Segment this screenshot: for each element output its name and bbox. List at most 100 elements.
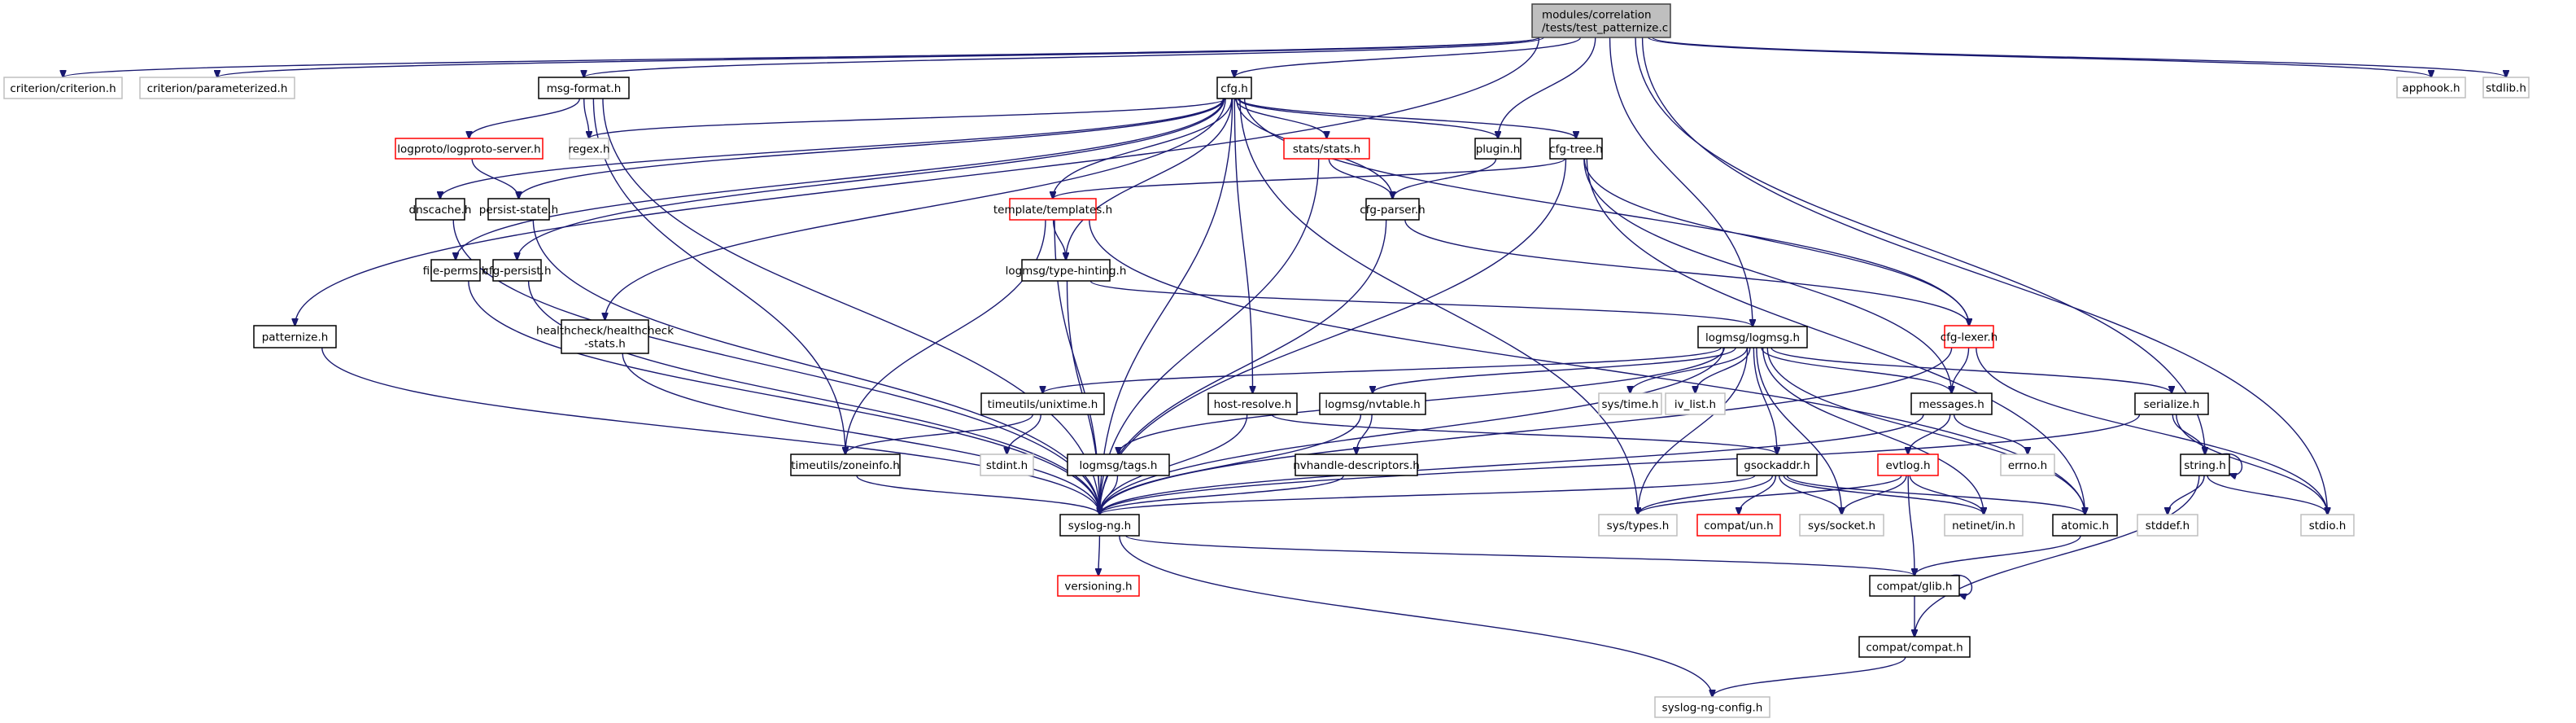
graph-node-fileperms[interactable]: file-perms.h: [423, 259, 489, 282]
graph-node-persist[interactable]: persist-state.h: [479, 198, 558, 221]
edge-evtlog-to-syssocket: [1842, 475, 1907, 515]
node-box: [538, 77, 630, 99]
graph-node-cfgpersist[interactable]: cfg-persist.h: [483, 259, 552, 282]
edge-serialize-to-string: [2172, 414, 2205, 454]
graph-node-logmsg[interactable]: logmsg/logmsg.h: [1697, 326, 1808, 348]
node-box: [1216, 77, 1252, 99]
graph-node-cfglexer[interactable]: cfg-lexer.h: [1941, 325, 1997, 348]
graph-node-gsockaddr[interactable]: gsockaddr.h: [1736, 454, 1818, 476]
graph-node-zoneinfo[interactable]: timeutils/zoneinfo.h: [790, 454, 901, 476]
graph-node-stdlib: stdlib.h: [2482, 77, 2530, 99]
node-box: [1910, 392, 1993, 415]
node-label: sys/types.h: [1607, 519, 1670, 532]
graph-node-templates[interactable]: template/templates.h: [993, 198, 1112, 221]
node-box: [1059, 514, 1140, 537]
node-box: [1858, 636, 1971, 658]
graph-node-syslogng[interactable]: syslog-ng.h: [1059, 514, 1140, 537]
node-label: /tests/test_patternize.c: [1542, 22, 1668, 35]
node-box: [1944, 514, 2024, 537]
graph-node-hostresolve[interactable]: host-resolve.h: [1207, 392, 1298, 415]
node-box: [1531, 3, 1671, 38]
node-box: [561, 319, 649, 354]
graph-node-versioning[interactable]: versioning.h: [1057, 575, 1140, 597]
edge-logmsg-to-syssocket: [1756, 347, 1842, 515]
node-label: cfg-persist.h: [483, 265, 552, 278]
graph-node-netinet: netinet/in.h: [1944, 514, 2024, 537]
edge-cfg-to-hostresolve: [1233, 98, 1252, 393]
graph-node-cfgparser[interactable]: cfg-parser.h: [1360, 198, 1426, 221]
graph-node-root[interactable]: modules/correlation/tests/test_patterniz…: [1531, 3, 1671, 38]
graph-node-atomic[interactable]: atomic.h: [2052, 514, 2118, 537]
graph-node-string[interactable]: string.h: [2180, 454, 2230, 476]
graph-node-stats[interactable]: stats/stats.h: [1283, 138, 1370, 160]
edge-root-to-stdio: [1641, 37, 2328, 515]
edge-root-to-plugin: [1498, 37, 1596, 138]
edge-nvtable-to-syslogng: [1100, 414, 1362, 515]
edge-logproto-to-persist: [471, 158, 518, 199]
graph-node-healthcheck[interactable]: healthcheck/healthcheck-stats.h: [536, 319, 674, 354]
graph-node-criterion: criterion/criterion.h: [3, 77, 123, 99]
edge-root-to-patternize: [295, 37, 1540, 326]
edge-root-to-msgformat: [584, 37, 1544, 77]
graph-node-messages[interactable]: messages.h: [1910, 392, 1993, 415]
edge-cfg-to-syslogng: [1100, 98, 1233, 515]
edge-logmsg-to-systime: [1631, 347, 1748, 393]
graph-node-logproto[interactable]: logproto/logproto-server.h: [395, 138, 544, 160]
graph-node-compatun[interactable]: compat/un.h: [1696, 514, 1781, 537]
node-box: [2180, 454, 2230, 476]
graph-node-msgformat[interactable]: msg-format.h: [538, 77, 630, 99]
edge-cfgtree-to-messages: [1583, 158, 1952, 393]
edge-cfg-to-cfgtree: [1238, 98, 1576, 138]
edge-fileperms-to-syslogng: [468, 280, 1100, 515]
edge-messages-to-errno: [1953, 414, 2028, 454]
node-box: [1021, 259, 1111, 282]
graph-node-dnscache[interactable]: dnscache.h: [409, 198, 472, 221]
edge-root-to-cfg: [1234, 37, 1582, 77]
node-label: logmsg/tags.h: [1080, 459, 1158, 472]
graph-node-tags[interactable]: logmsg/tags.h: [1067, 454, 1170, 476]
graph-node-errno: errno.h: [2000, 454, 2055, 476]
node-label: modules/correlation: [1542, 9, 1652, 22]
graph-node-cfg[interactable]: cfg.h: [1216, 77, 1252, 99]
edge-syslogng-to-glib: [1125, 535, 1915, 576]
edge-cfg-to-dnscache: [440, 98, 1225, 199]
node-label: nvhandle-descriptors.h: [1293, 459, 1420, 472]
graph-node-compat[interactable]: compat/compat.h: [1858, 636, 1971, 658]
edge-evtlog-to-systypes: [1638, 475, 1902, 515]
node-label: patternize.h: [262, 331, 329, 344]
graph-node-nvtable[interactable]: logmsg/nvtable.h: [1319, 392, 1426, 415]
graph-node-plugin[interactable]: plugin.h: [1474, 138, 1522, 160]
node-label: sys/time.h: [1602, 398, 1659, 411]
graph-node-patternize[interactable]: patternize.h: [253, 325, 337, 348]
edge-cfg-to-regex: [589, 98, 1226, 138]
node-box: [1799, 514, 1884, 537]
node-box: [395, 138, 544, 160]
node-label: serialize.h: [2144, 398, 2200, 411]
edge-string-to-stdio: [2207, 475, 2327, 515]
node-label: netinet/in.h: [1952, 519, 2015, 532]
node-box: [1057, 575, 1140, 597]
node-label: sys/socket.h: [1808, 519, 1875, 532]
node-label: logmsg/logmsg.h: [1705, 331, 1800, 344]
node-box: [1549, 138, 1603, 160]
edge-logmsg-to-netinet: [1762, 347, 1984, 515]
edge-msgformat-to-logproto: [469, 98, 580, 138]
edge-cfg-to-healthcheck: [605, 98, 1226, 320]
graph-node-glib[interactable]: compat/glib.h: [1869, 575, 1960, 597]
node-label: persist-state.h: [479, 204, 558, 217]
graph-node-unixtime[interactable]: timeutils/unixtime.h: [980, 392, 1105, 415]
edge-atomic-to-glib: [1915, 535, 2081, 576]
node-box: [1736, 454, 1818, 476]
graph-node-serialize[interactable]: serialize.h: [2134, 392, 2209, 415]
node-label: errno.h: [2008, 459, 2047, 472]
graph-node-nvhandle[interactable]: nvhandle-descriptors.h: [1293, 454, 1420, 476]
graph-node-cfgtree[interactable]: cfg-tree.h: [1549, 138, 1603, 160]
edge-serialize-to-stdio: [2176, 414, 2328, 515]
edge-dnscache-to-syslogng: [452, 219, 1099, 515]
graph-node-evtlog[interactable]: evtlog.h: [1877, 454, 1939, 476]
node-box: [1665, 392, 1726, 415]
graph-node-typehint[interactable]: logmsg/type-hinting.h: [1006, 259, 1127, 282]
node-box: [1365, 198, 1420, 221]
node-label: msg-format.h: [547, 82, 622, 95]
